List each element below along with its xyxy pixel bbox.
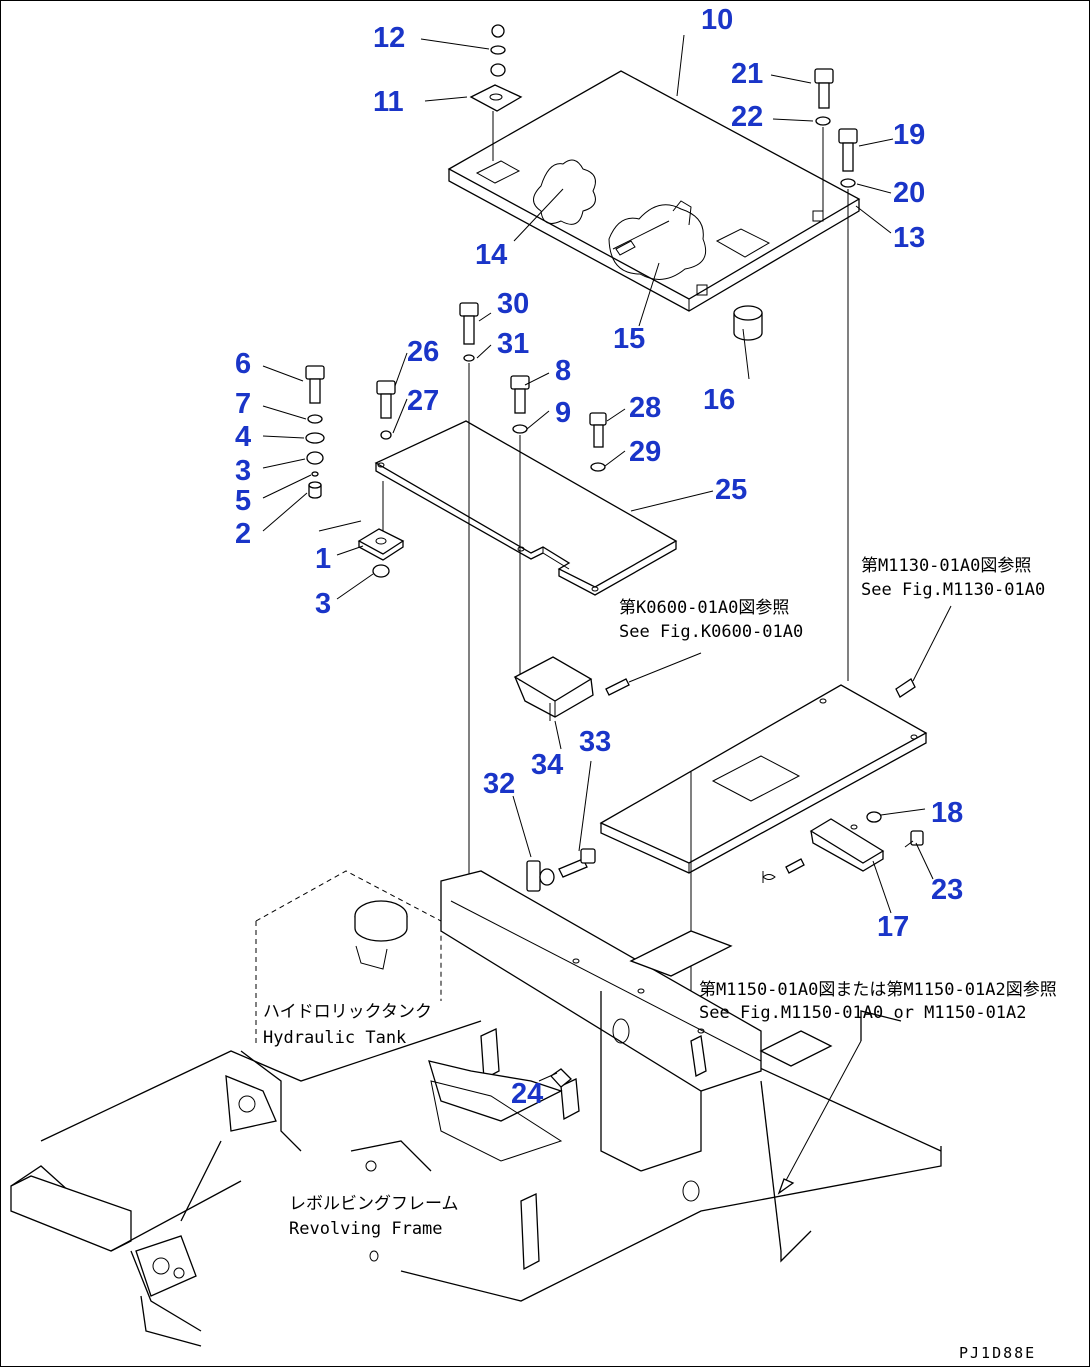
callout-13: 13 <box>893 222 925 254</box>
callout-5: 5 <box>235 485 251 517</box>
callout-10: 10 <box>701 4 733 36</box>
callout-3a: 3 <box>235 455 251 487</box>
cushion-16 <box>733 305 763 341</box>
callout-14: 14 <box>475 239 507 271</box>
drawing-code: PJ1D88E <box>959 1344 1036 1362</box>
label-revolving-frame-en: Revolving Frame <box>289 1219 443 1239</box>
callout-3b: 3 <box>315 588 331 620</box>
leader-lines <box>262 34 934 1082</box>
callout-33: 33 <box>579 726 611 758</box>
callout-25: 25 <box>715 474 747 506</box>
callout-9: 9 <box>555 397 571 429</box>
hinge-17 <box>762 811 924 883</box>
callout-31: 31 <box>497 328 529 360</box>
note-m1130-jp: 第M1130-01A0図参照 <box>861 556 1031 576</box>
side-panel <box>599 605 952 1041</box>
callout-1: 1 <box>315 543 331 575</box>
bolts-19-22 <box>814 68 858 681</box>
revolving-frame <box>10 870 942 1347</box>
callout-6: 6 <box>235 348 251 380</box>
callout-4: 4 <box>235 421 251 453</box>
plate-25 <box>374 420 678 596</box>
clamp-32-33 <box>526 848 596 892</box>
callout-21: 21 <box>731 58 763 90</box>
callout-20: 20 <box>893 177 925 209</box>
callout-34: 34 <box>531 749 563 781</box>
callout-15: 15 <box>613 323 645 355</box>
callout-27: 27 <box>407 385 439 417</box>
note-m1150-en: See Fig.M1150-01A0 or M1150-01A2 <box>699 1003 1027 1023</box>
reference-notes: 第M1130-01A0図参照 See Fig.M1130-01A0 第K0600… <box>263 556 1057 1362</box>
callout-19: 19 <box>893 119 925 151</box>
callout-16: 16 <box>703 384 735 416</box>
callout-23: 23 <box>931 874 963 906</box>
bolt-stack-6 <box>305 365 325 499</box>
note-m1150-jp: 第M1150-01A0図または第M1150-01A2図参照 <box>699 980 1057 1000</box>
callout-24: 24 <box>511 1078 543 1110</box>
bracket-1 <box>357 528 405 578</box>
top-cover-10 <box>447 70 861 312</box>
label-revolving-frame-jp: レボルビングフレーム <box>289 1194 459 1214</box>
bolt-26 <box>376 380 396 531</box>
callout-labels: 12 11 10 21 22 19 20 13 14 15 16 30 31 2… <box>235 4 963 1110</box>
bolt-8 <box>510 375 530 681</box>
label-hydraulic-tank-jp: ハイドロリックタンク <box>263 1002 432 1022</box>
callout-22: 22 <box>731 101 763 133</box>
label-hydraulic-tank-en: Hydraulic Tank <box>263 1028 406 1048</box>
callout-8: 8 <box>555 355 571 387</box>
callout-26: 26 <box>407 336 439 368</box>
callout-12: 12 <box>373 22 405 54</box>
callout-7: 7 <box>235 388 251 420</box>
note-k0600-jp: 第K0600-01A0図参照 <box>619 598 789 618</box>
note-k0600-en: See Fig.K0600-01A0 <box>619 622 803 642</box>
callout-29: 29 <box>629 436 661 468</box>
callout-18: 18 <box>931 797 963 829</box>
washer-stack-11-12 <box>469 24 523 161</box>
callout-30: 30 <box>497 288 529 320</box>
note-m1130-en: See Fig.M1130-01A0 <box>861 580 1045 600</box>
bolt-30 <box>459 302 479 881</box>
callout-11: 11 <box>373 86 404 118</box>
bracket-34 <box>513 652 702 721</box>
callout-32: 32 <box>483 768 515 800</box>
callout-28: 28 <box>629 392 661 424</box>
bolt-28 <box>589 412 607 472</box>
callout-17: 17 <box>877 911 909 943</box>
callout-2: 2 <box>235 518 251 550</box>
